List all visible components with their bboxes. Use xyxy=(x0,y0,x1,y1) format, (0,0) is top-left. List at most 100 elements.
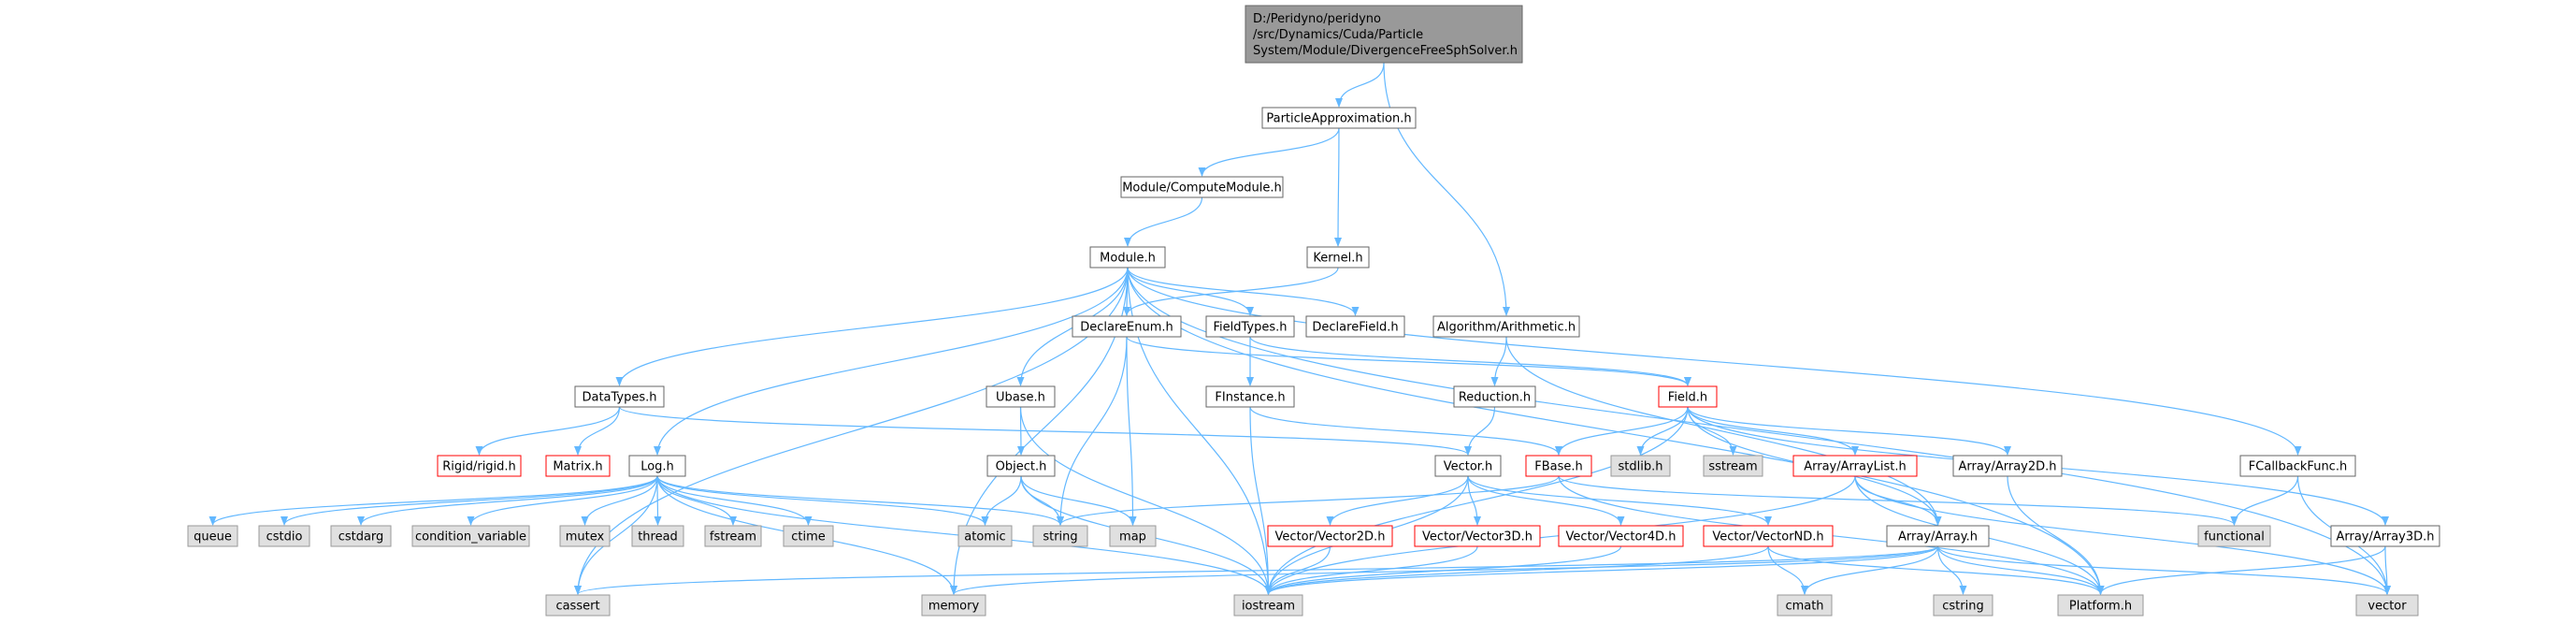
node-array_h[interactable]: Array/Array.h xyxy=(1886,525,1990,547)
node-platform: Platform.h xyxy=(2057,594,2144,617)
edge-layer xyxy=(209,62,2391,595)
edge-module-to-platform xyxy=(1127,267,2105,595)
edge-finstance-to-fbase xyxy=(1249,406,1562,456)
edge-arithmetic-to-array_h xyxy=(1505,336,1942,526)
node-fcallback[interactable]: FCallbackFunc.h xyxy=(2239,455,2356,477)
node-label-log: Log.h xyxy=(640,460,674,474)
node-memory: memory xyxy=(921,594,986,617)
node-matrix[interactable]: Matrix.h xyxy=(545,455,611,477)
node-kernel[interactable]: Kernel.h xyxy=(1306,246,1370,268)
node-module[interactable]: Module.h xyxy=(1089,246,1166,268)
node-label-vec3d: Vector/Vector3D.h xyxy=(1422,530,1533,544)
node-box-cstring xyxy=(1933,594,1993,617)
node-label-platform: Platform.h xyxy=(2069,600,2132,614)
node-vecnd[interactable]: Vector/VectorND.h xyxy=(1703,525,1834,547)
node-label-rigid: Rigid/rigid.h xyxy=(442,460,516,474)
node-box-finstance xyxy=(1205,385,1295,408)
node-cstdarg: cstdarg xyxy=(330,525,392,547)
node-label-sstream: sstream xyxy=(1708,460,1757,474)
node-label-reduction: Reduction.h xyxy=(1459,391,1531,405)
edge-particle_approx-to-compute_module xyxy=(1198,127,1340,177)
node-box-field xyxy=(1658,385,1718,408)
node-fbase[interactable]: FBase.h xyxy=(1525,455,1592,477)
node-label-iostream: iostream xyxy=(1242,600,1295,614)
node-label-root: System/Module/DivergenceFreeSphSolver.h xyxy=(1253,44,1518,58)
edge-module-to-fcallback xyxy=(1127,267,2302,456)
edge-module-to-vector_std xyxy=(1127,267,2391,595)
node-vec4d[interactable]: Vector/Vector4D.h xyxy=(1558,525,1684,547)
node-rigid[interactable]: Rigid/rigid.h xyxy=(437,455,522,477)
node-compute_module[interactable]: Module/ComputeModule.h xyxy=(1120,176,1284,198)
node-label-queue: queue xyxy=(194,530,232,544)
edge-array_h-to-cmath xyxy=(1801,545,1939,595)
node-label-string: string xyxy=(1043,530,1077,544)
edge-finstance-to-iostream xyxy=(1249,406,1273,595)
node-label-atomic: atomic xyxy=(964,530,1005,544)
node-object[interactable]: Object.h xyxy=(986,455,1056,477)
node-array3d[interactable]: Array/Array3D.h xyxy=(2330,525,2440,547)
edge-fbase-to-string xyxy=(1057,475,1560,526)
node-box-particle_approx xyxy=(1261,107,1417,129)
node-finstance[interactable]: FInstance.h xyxy=(1205,385,1295,408)
node-iostream: iostream xyxy=(1233,594,1303,617)
node-label-ubase: Ubase.h xyxy=(996,391,1045,405)
node-box-reduction xyxy=(1453,385,1536,408)
node-ctime: ctime xyxy=(783,525,834,547)
node-sstream: sstream xyxy=(1703,455,1763,477)
edge-object-to-map xyxy=(1020,475,1137,526)
node-label-vector_h: Vector.h xyxy=(1444,460,1493,474)
edge-compute_module-to-module xyxy=(1124,196,1203,247)
edge-vector_h-to-vecnd xyxy=(1467,475,1772,526)
node-box-condvar xyxy=(411,525,530,547)
edge-data_types-to-matrix xyxy=(574,406,621,456)
node-box-sstream xyxy=(1703,455,1763,477)
node-data_types[interactable]: DataTypes.h xyxy=(574,385,665,408)
node-field[interactable]: Field.h xyxy=(1658,385,1718,408)
edge-field-to-array_list xyxy=(1687,406,1859,456)
node-label-stdlib: stdlib.h xyxy=(1619,460,1663,474)
node-box-declare_enum xyxy=(1072,315,1182,338)
edge-arithmetic-to-reduction xyxy=(1490,336,1507,386)
edge-field-to-fbase xyxy=(1555,406,1689,456)
node-box-fstream xyxy=(704,525,762,547)
node-arithmetic[interactable]: Algorithm/Arithmetic.h xyxy=(1432,315,1580,338)
node-vec2d[interactable]: Vector/Vector2D.h xyxy=(1267,525,1393,547)
node-map: map xyxy=(1109,525,1157,547)
node-label-memory: memory xyxy=(928,600,980,614)
node-particle_approx[interactable]: ParticleApproximation.h xyxy=(1261,107,1417,129)
node-label-declare_enum: DeclareEnum.h xyxy=(1080,321,1173,335)
node-label-fcallback: FCallbackFunc.h xyxy=(2249,460,2347,474)
node-vector_h[interactable]: Vector.h xyxy=(1434,455,1502,477)
node-array_list[interactable]: Array/ArrayList.h xyxy=(1792,455,1918,477)
edge-array3d-to-platform xyxy=(2096,545,2386,595)
node-ubase[interactable]: Ubase.h xyxy=(986,385,1056,408)
node-box-mutex xyxy=(559,525,611,547)
node-label-mutex: mutex xyxy=(566,530,605,544)
node-root[interactable]: D:/Peridyno/peridyno/src/Dynamics/Cuda/P… xyxy=(1245,5,1523,64)
node-label-vector_std: vector xyxy=(2367,600,2407,614)
node-label-array_h: Array/Array.h xyxy=(1898,530,1978,544)
node-vec3d[interactable]: Vector/Vector3D.h xyxy=(1414,525,1541,547)
node-box-ubase xyxy=(986,385,1056,408)
node-box-cmath xyxy=(1777,594,1833,617)
node-box-array3d xyxy=(2330,525,2440,547)
node-box-fbase xyxy=(1525,455,1592,477)
node-label-arithmetic: Algorithm/Arithmetic.h xyxy=(1437,321,1576,335)
edge-reduction-to-vector_h xyxy=(1464,406,1496,456)
edge-ubase-to-iostream xyxy=(1019,406,1273,595)
node-declare_field[interactable]: DeclareField.h xyxy=(1305,315,1405,338)
edge-field-to-array2d xyxy=(1687,406,2011,456)
edge-log-to-string xyxy=(656,475,1064,526)
node-reduction[interactable]: Reduction.h xyxy=(1453,385,1536,408)
node-log[interactable]: Log.h xyxy=(628,455,686,477)
node-field_types[interactable]: FieldTypes.h xyxy=(1205,315,1295,338)
node-label-matrix: Matrix.h xyxy=(553,460,602,474)
edge-module-to-data_types xyxy=(615,267,1129,386)
node-declare_enum[interactable]: DeclareEnum.h xyxy=(1072,315,1182,338)
node-array2d[interactable]: Array/Array2D.h xyxy=(1952,455,2063,477)
node-box-vector_h xyxy=(1434,455,1502,477)
node-queue: queue xyxy=(187,525,238,547)
node-label-cstdio: cstdio xyxy=(266,530,303,544)
node-box-thread xyxy=(631,525,684,547)
node-label-cstring: cstring xyxy=(1942,600,1983,614)
